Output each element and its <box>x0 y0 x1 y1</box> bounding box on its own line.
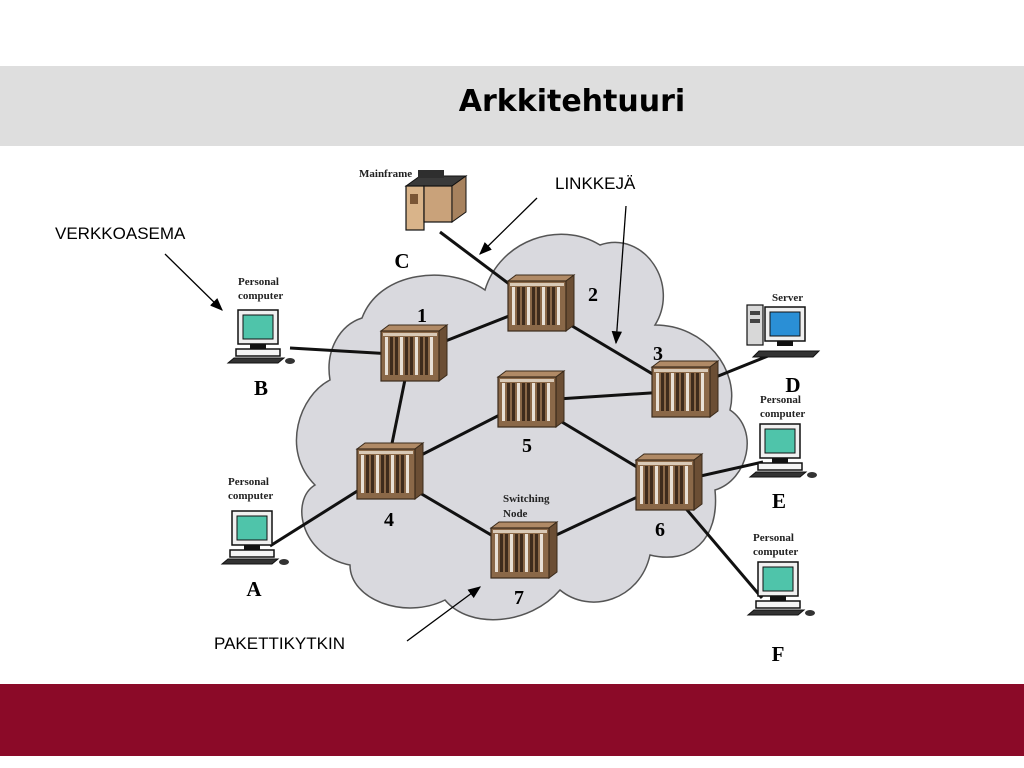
callout-pakettikytkin-arrow <box>406 586 482 642</box>
station-caption-B-line1: Personal <box>238 276 279 288</box>
station-caption-F-line1: Personal <box>753 532 794 544</box>
station-D-server <box>746 304 821 358</box>
station-A-personal-computer <box>220 510 289 565</box>
station-letter-F: F <box>772 642 785 666</box>
switching-node-3 <box>650 360 720 418</box>
callout-verkkoasema: VERKKOASEMA <box>55 224 186 243</box>
stations-layer: APersonalcomputerBPersonalcomputerCMainf… <box>220 168 821 666</box>
station-letter-C: C <box>394 249 409 273</box>
node-label-7: 7 <box>514 587 524 609</box>
switching-node-7 <box>489 521 559 579</box>
switching-node-1 <box>379 324 449 382</box>
slide-title: Arkkitehtuuri <box>458 84 686 119</box>
station-caption-C-line1: Mainframe <box>359 168 412 180</box>
title-band <box>0 66 1024 146</box>
station-caption-B-line2: computer <box>238 290 283 302</box>
station-caption-E-line2: computer <box>760 408 805 420</box>
station-letter-D: D <box>785 373 800 397</box>
switching-node-2 <box>506 274 576 332</box>
nodes-layer: 1 2 3 4 5 6 7 <box>355 274 720 609</box>
node-label-6: 6 <box>655 519 665 541</box>
station-letter-E: E <box>772 489 786 513</box>
station-F-personal-computer <box>746 561 815 616</box>
switching-node-6 <box>634 453 704 511</box>
node-label-4: 4 <box>384 509 394 531</box>
station-C-mainframe <box>404 170 468 231</box>
station-E-personal-computer <box>748 423 817 478</box>
station-letter-B: B <box>254 376 268 400</box>
station-B-personal-computer <box>226 309 295 364</box>
callout-linkkeja: LINKKEJÄ <box>555 174 636 193</box>
station-letter-A: A <box>246 577 262 601</box>
callout-linkkeja-arrow-left <box>479 197 538 255</box>
callout-linkkeja-arrow-right <box>611 205 627 345</box>
switching-node-5 <box>496 370 566 428</box>
node-label-5: 5 <box>522 435 532 457</box>
callout-verkkoasema-arrow <box>164 253 223 311</box>
node-label-3: 3 <box>653 343 663 365</box>
station-caption-A-line2: computer <box>228 490 273 502</box>
node-label-2: 2 <box>588 284 598 306</box>
footer-band <box>0 684 1024 756</box>
callout-pakettikytkin: PAKETTIKYTKIN <box>214 634 345 653</box>
node-label-1: 1 <box>417 305 427 327</box>
switching-node-4 <box>355 442 425 500</box>
switching-node-label-line1: Switching <box>503 493 550 505</box>
station-caption-D-line1: Server <box>772 292 803 304</box>
station-caption-A-line1: Personal <box>228 476 269 488</box>
station-caption-F-line2: computer <box>753 546 798 558</box>
station-caption-E-line1: Personal <box>760 394 801 406</box>
switching-node-label-line2: Node <box>503 508 528 520</box>
